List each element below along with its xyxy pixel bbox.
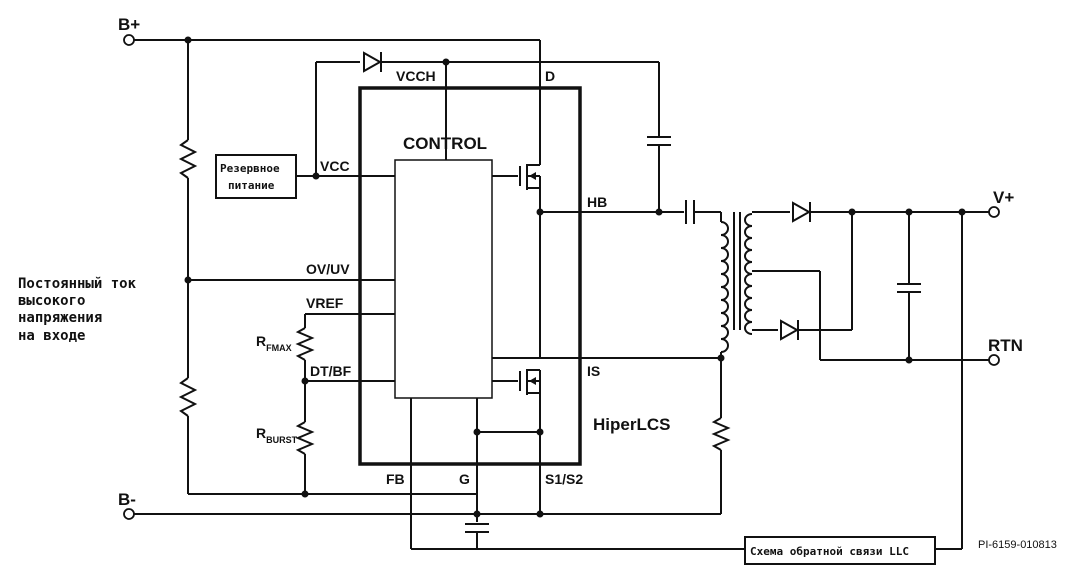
standby-line-2: питание [228, 179, 275, 192]
figure-reference: PI-6159-010813 [978, 539, 1057, 551]
b-minus-terminal [123, 508, 135, 520]
pin-fb: FB [386, 471, 405, 487]
pin-dtbf: DT/BF [310, 363, 352, 379]
b-plus-label: B+ [118, 15, 140, 34]
feedback-label: Схема обратной связи LLC [750, 545, 909, 558]
v-plus-terminal [988, 206, 1000, 218]
standby-power-box [215, 154, 297, 199]
pin-ovuv: OV/UV [306, 261, 350, 277]
input-label-2: высокого [18, 293, 85, 309]
chip-outline [358, 86, 582, 466]
control-label: CONTROL [403, 134, 487, 153]
rburst-label: RBURST [256, 425, 298, 445]
output-capacitor [897, 212, 921, 360]
rfmax-label: RFMAX [256, 333, 292, 353]
rfmax-resistor [295, 327, 315, 361]
vcch-path [315, 58, 660, 176]
v-plus-label: V+ [993, 188, 1014, 207]
output-diode-bottom [780, 212, 853, 341]
b-plus-terminal [123, 34, 135, 46]
resonant-capacitor [685, 200, 721, 224]
pin-s1s2: S1/S2 [545, 471, 583, 487]
bootstrap-diode [363, 51, 383, 73]
rburst-resistor [295, 421, 315, 455]
input-label-3: напряжения [18, 310, 102, 326]
pin-vref: VREF [306, 295, 344, 311]
rtn-terminal [988, 354, 1000, 366]
g-capacitor [465, 523, 489, 549]
pin-d: D [545, 68, 555, 84]
pin-is: IS [587, 363, 600, 379]
sense-resistor [711, 417, 731, 451]
pin-g: G [459, 471, 470, 487]
pin-hb: HB [587, 194, 607, 210]
pin-vcch: VCCH [396, 68, 436, 84]
control-block [394, 159, 493, 399]
rtn-label: RTN [988, 336, 1023, 355]
transformer [720, 211, 820, 358]
high-side-mosfet [492, 164, 541, 358]
b-minus-label: B- [118, 490, 136, 509]
b-minus-rail [133, 510, 721, 518]
chip-name: HiperLCS [593, 415, 670, 434]
bootstrap-capacitor [647, 136, 671, 212]
input-label-4: на входе [18, 328, 85, 344]
low-side-mosfet [492, 369, 541, 514]
input-divider [178, 40, 477, 498]
feedback-box [744, 536, 936, 565]
input-label-1: Постоянный ток [18, 276, 137, 292]
standby-line-1: Резервное [220, 162, 280, 175]
pin-vcc: VCC [320, 158, 350, 174]
